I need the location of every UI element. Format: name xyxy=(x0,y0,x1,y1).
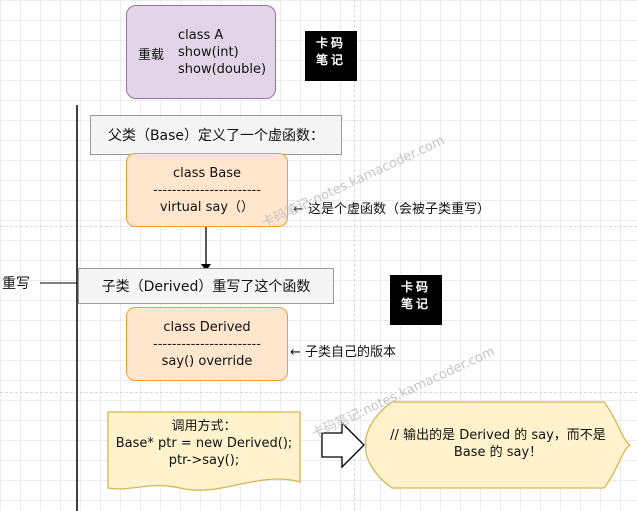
call-line: ptr->say(); xyxy=(168,453,240,468)
badge-line: 卡码 xyxy=(400,280,431,294)
guide-line-vertical xyxy=(354,0,355,511)
guide-line-top xyxy=(0,226,637,227)
base-class-method: virtual say（） xyxy=(159,199,255,215)
base-class-box: class Base ----------------------- virtu… xyxy=(126,153,288,227)
override-label: 重写 xyxy=(2,276,30,292)
overload-box: 重载 class A show(int) show(double) xyxy=(126,5,276,99)
call-document-shape xyxy=(107,411,301,491)
derived-class-name: class Derived xyxy=(163,319,251,335)
result-line: // 输出的是 Derived 的 say，而不是 xyxy=(390,428,606,443)
overload-label: 重载 xyxy=(138,48,165,63)
overload-line: class A xyxy=(178,28,224,43)
call-title: 调用方式： xyxy=(171,419,237,434)
derived-class-separator: ----------------------- xyxy=(153,336,261,352)
derived-class-method: say() override xyxy=(161,353,253,369)
derived-class-box: class Derived ----------------------- sa… xyxy=(126,307,288,381)
guide-line-bottom xyxy=(0,392,637,393)
arrow-head xyxy=(201,264,211,271)
logo-badge-bottom: 卡码 笔记 xyxy=(390,275,442,325)
call-line: Base* ptr = new Derived(); xyxy=(115,436,293,451)
block-arrow-right xyxy=(321,421,365,469)
child-note: 子类（Derived）重写了这个函数 xyxy=(78,268,334,304)
parent-note: 父类（Base）定义了一个虚函数： xyxy=(90,115,342,155)
badge-line: 卡码 xyxy=(315,36,346,50)
overload-line: show(double) xyxy=(178,62,267,77)
base-annotation: ← 这是个虚函数（会被子类重写） xyxy=(293,202,491,217)
call-text: 调用方式： Base* ptr = new Derived(); ptr->sa… xyxy=(108,418,300,469)
badge-line: 笔记 xyxy=(315,53,346,67)
result-display-shape xyxy=(365,401,632,489)
result-text: // 输出的是 Derived 的 say，而不是 Base 的 say！ xyxy=(370,427,626,461)
result-line: Base 的 say！ xyxy=(453,445,543,460)
overload-line: show(int) xyxy=(178,45,239,60)
derived-annotation: ← 子类自己的版本 xyxy=(290,345,397,360)
logo-badge-top: 卡码 笔记 xyxy=(305,31,357,81)
base-class-name: class Base xyxy=(172,165,242,181)
base-class-separator: ----------------------- xyxy=(153,182,261,198)
badge-line: 笔记 xyxy=(400,297,431,311)
overload-lines: class A show(int) show(double) xyxy=(178,27,266,78)
